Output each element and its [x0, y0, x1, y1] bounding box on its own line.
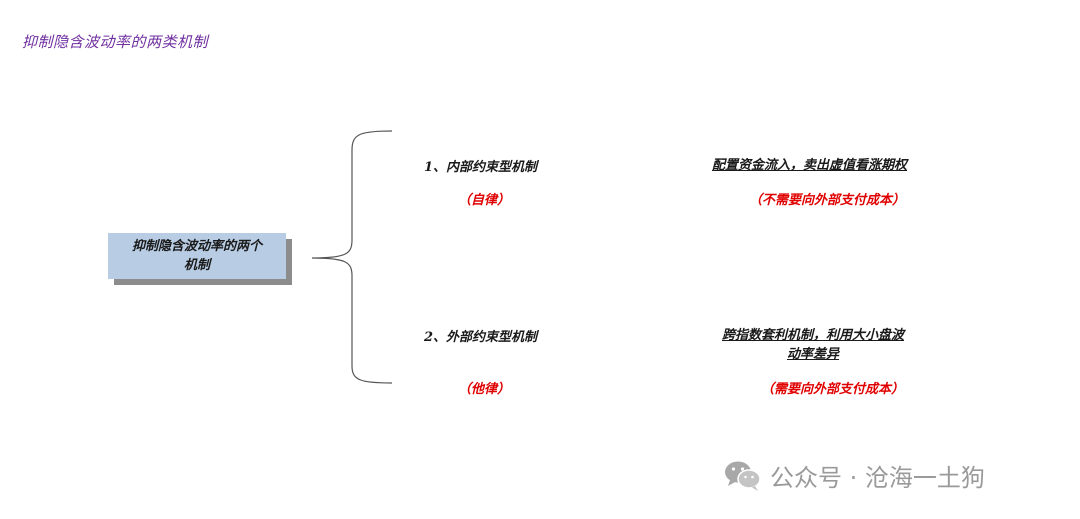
central-node-line-2: 机制 — [183, 258, 210, 273]
branch-2-tag: （他律） — [458, 382, 511, 397]
branch-1-description: 配置资金流入，卖出虚值看涨期权 — [712, 156, 907, 175]
wechat-icon — [725, 461, 761, 491]
branch-1-description-line-1: 配置资金流入，卖出虚值看涨期权 — [712, 158, 908, 173]
branch-2-description: 跨指数套利机制，利用大小盘波 动率差异 — [722, 326, 904, 364]
watermark: 公众号 · 沧海一土狗 — [724, 458, 985, 493]
branch-2-cost: （需要向外部支付成本） — [761, 382, 905, 397]
branch-1-cost: （不需要向外部支付成本） — [749, 193, 906, 208]
central-node-line-1: 抑制隐含波动率的两个 — [131, 239, 262, 254]
branch-2-description-line-1: 跨指数套利机制，利用大小盘波 — [722, 328, 905, 343]
branch-2-description-line-2: 动率差异 — [787, 347, 840, 362]
watermark-text: 公众号 · 沧海一土狗 — [770, 464, 985, 492]
page-title: 抑制隐含波动率的两类机制 — [22, 33, 209, 51]
branch-2-label: 2、外部约束型机制 — [424, 330, 538, 345]
branch-1-label: 1、内部约束型机制 — [424, 160, 538, 175]
branch-1-tag: （自律） — [458, 193, 511, 208]
central-node: 抑制隐含波动率的两个 机制 — [108, 233, 286, 279]
